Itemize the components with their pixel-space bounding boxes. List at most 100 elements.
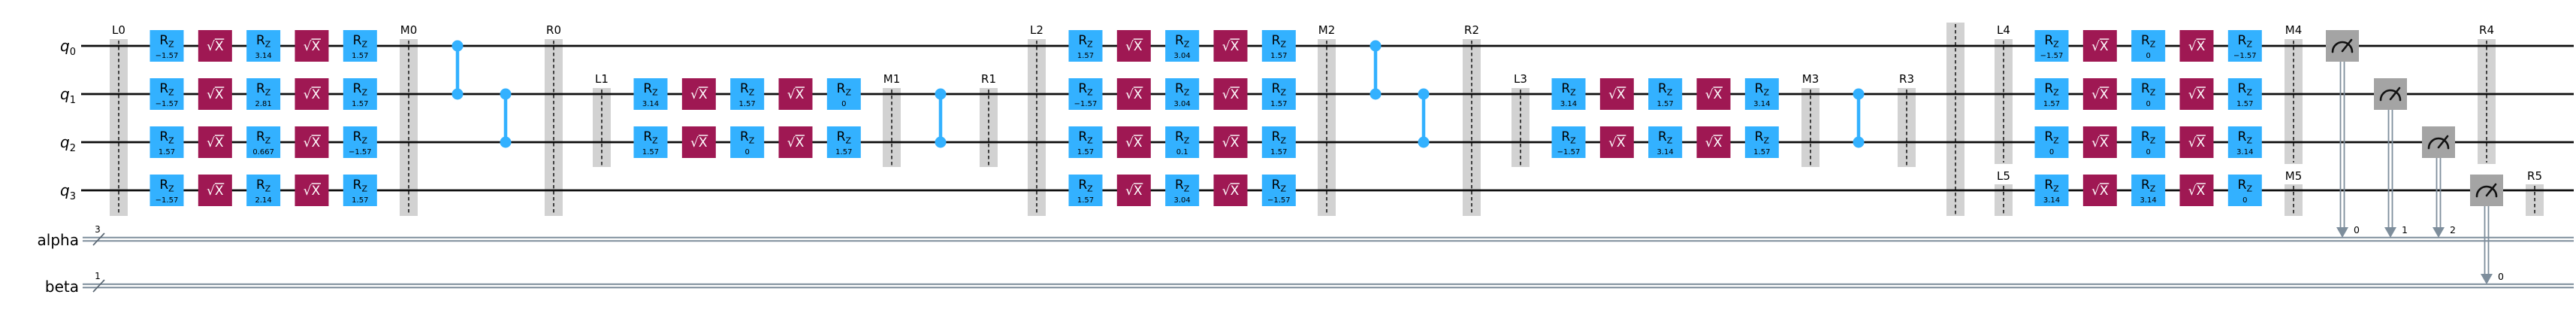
rz-angle: 3.14 bbox=[2140, 196, 2157, 205]
measure-bit-label: 0 bbox=[2498, 271, 2504, 282]
rz-angle: 0 bbox=[744, 148, 749, 156]
rz-angle: −1.57 bbox=[156, 196, 179, 205]
barrier-label: R4 bbox=[2479, 23, 2494, 37]
cz-dot bbox=[500, 136, 512, 148]
cz-connector bbox=[1418, 88, 1430, 148]
rz-gate-q1: RZ3.04 bbox=[1165, 78, 1200, 110]
rz-label: RZ bbox=[256, 81, 271, 98]
barrier-label: R1 bbox=[981, 72, 996, 86]
rz-angle: 0 bbox=[2049, 148, 2054, 156]
sqrt-x-gate-q3: √X bbox=[2179, 175, 2214, 206]
barrier-label: L0 bbox=[112, 23, 125, 37]
rz-label: RZ bbox=[256, 129, 271, 146]
rz-gate-q1: RZ1.57 bbox=[1261, 78, 1296, 110]
rz-angle: −1.57 bbox=[2040, 52, 2064, 60]
rz-gate-q2: RZ0 bbox=[730, 126, 765, 158]
sqrt-x-gate-q2: √X bbox=[681, 126, 716, 158]
sqrt-x-label: √X bbox=[2091, 135, 2109, 150]
barrier-label: L5 bbox=[1997, 169, 2010, 183]
rz-gate-q3: RZ−1.57 bbox=[149, 175, 184, 206]
rz-gate-q1: RZ1.57 bbox=[2227, 78, 2262, 110]
rz-label: RZ bbox=[1658, 81, 1673, 98]
rz-gate-q2: RZ−1.57 bbox=[343, 126, 377, 158]
sqrt-x-label: √X bbox=[207, 39, 224, 54]
cz-dot bbox=[451, 40, 464, 52]
barrier-L1: L1 bbox=[593, 72, 611, 167]
rz-angle: 0 bbox=[2242, 196, 2247, 205]
sqrt-x-label: √X bbox=[2091, 87, 2109, 102]
sqrt-x-gate-q3: √X bbox=[1213, 175, 1248, 206]
qubit-label: q1 bbox=[60, 85, 76, 106]
cz-connector bbox=[500, 88, 512, 148]
sqrt-x-gate-q1: √X bbox=[198, 78, 232, 110]
rz-gate-q0: RZ−1.57 bbox=[149, 30, 184, 62]
rz-label: RZ bbox=[1078, 33, 1093, 50]
cz-dot bbox=[1418, 136, 1430, 148]
cz-dot bbox=[935, 136, 947, 148]
rz-label: RZ bbox=[2238, 81, 2253, 98]
sqrt-x-gate-q1: √X bbox=[294, 78, 329, 110]
rz-angle: 0 bbox=[841, 100, 846, 108]
rz-label: RZ bbox=[2141, 33, 2156, 50]
sqrt-x-label: √X bbox=[1222, 184, 1240, 199]
qubit-label: q3 bbox=[60, 181, 76, 202]
rz-gate-q1: RZ1.57 bbox=[343, 78, 377, 110]
rz-angle: 3.14 bbox=[2043, 196, 2060, 205]
rz-label: RZ bbox=[1561, 81, 1576, 98]
rz-gate-q2: RZ3.14 bbox=[1648, 126, 1683, 158]
rz-angle: 1.57 bbox=[1077, 148, 1094, 156]
barrier-label: L3 bbox=[1514, 72, 1527, 86]
barrier-R1: R1 bbox=[980, 72, 998, 167]
rz-label: RZ bbox=[1755, 81, 1770, 98]
rz-label: RZ bbox=[1755, 129, 1770, 146]
barrier-label: R3 bbox=[1899, 72, 1914, 86]
measure-q2: 2 bbox=[2422, 126, 2456, 238]
sqrt-x-label: √X bbox=[1222, 135, 1240, 150]
rz-label: RZ bbox=[643, 81, 658, 98]
rz-gate-q0: RZ3.14 bbox=[246, 30, 281, 62]
sqrt-x-gate-q2: √X bbox=[198, 126, 232, 158]
sqrt-x-gate-q2: √X bbox=[294, 126, 329, 158]
rz-label: RZ bbox=[1078, 129, 1093, 146]
rz-label: RZ bbox=[1175, 178, 1190, 194]
qubit-label: q2 bbox=[60, 133, 76, 154]
measure-bit-label: 2 bbox=[2450, 224, 2456, 235]
rz-angle: −1.57 bbox=[2233, 52, 2257, 60]
rz-angle: 3.14 bbox=[255, 52, 272, 60]
sqrt-x-label: √X bbox=[690, 135, 708, 150]
barrier-M3: M3 bbox=[1801, 72, 1820, 167]
sqrt-x-label: √X bbox=[1125, 87, 1143, 102]
measure-bit-label: 1 bbox=[2402, 224, 2408, 235]
cz-dot bbox=[500, 88, 512, 100]
barrier-L2: L2 bbox=[1028, 23, 1046, 216]
rz-gate-q1: RZ0 bbox=[826, 78, 861, 110]
cz-dot bbox=[451, 88, 464, 100]
rz-gate-q0: RZ0 bbox=[2131, 30, 2166, 62]
sqrt-x-gate-q2: √X bbox=[1696, 126, 1731, 158]
barrier-label: R2 bbox=[1464, 23, 1479, 37]
sqrt-x-gate-q1: √X bbox=[1696, 78, 1731, 110]
rz-gate-q2: RZ0.1 bbox=[1165, 126, 1200, 158]
sqrt-x-label: √X bbox=[304, 184, 321, 199]
sqrt-x-gate-q2: √X bbox=[2179, 126, 2214, 158]
rz-angle: 1.57 bbox=[352, 196, 368, 205]
rz-label: RZ bbox=[2238, 33, 2253, 50]
measure-bit-label: 0 bbox=[2354, 224, 2360, 235]
rz-label: RZ bbox=[353, 81, 368, 98]
barrier-label: M3 bbox=[1802, 72, 1820, 86]
sqrt-x-label: √X bbox=[2188, 87, 2206, 102]
rz-gate-q2: RZ0 bbox=[2034, 126, 2069, 158]
sqrt-x-gate-q1: √X bbox=[778, 78, 813, 110]
measure-q1: 1 bbox=[2374, 78, 2408, 238]
measure-arrow bbox=[2481, 274, 2493, 284]
rz-angle: 1.57 bbox=[2043, 100, 2060, 108]
sqrt-x-label: √X bbox=[207, 87, 224, 102]
rz-angle: −1.57 bbox=[1267, 196, 1291, 205]
rz-gate-q3: RZ1.57 bbox=[343, 175, 377, 206]
rz-gate-q3: RZ3.04 bbox=[1165, 175, 1200, 206]
barrier-label: M0 bbox=[400, 23, 418, 37]
rz-label: RZ bbox=[2141, 81, 2156, 98]
sqrt-x-label: √X bbox=[1705, 87, 1723, 102]
rz-gate-q3: RZ3.14 bbox=[2034, 175, 2069, 206]
